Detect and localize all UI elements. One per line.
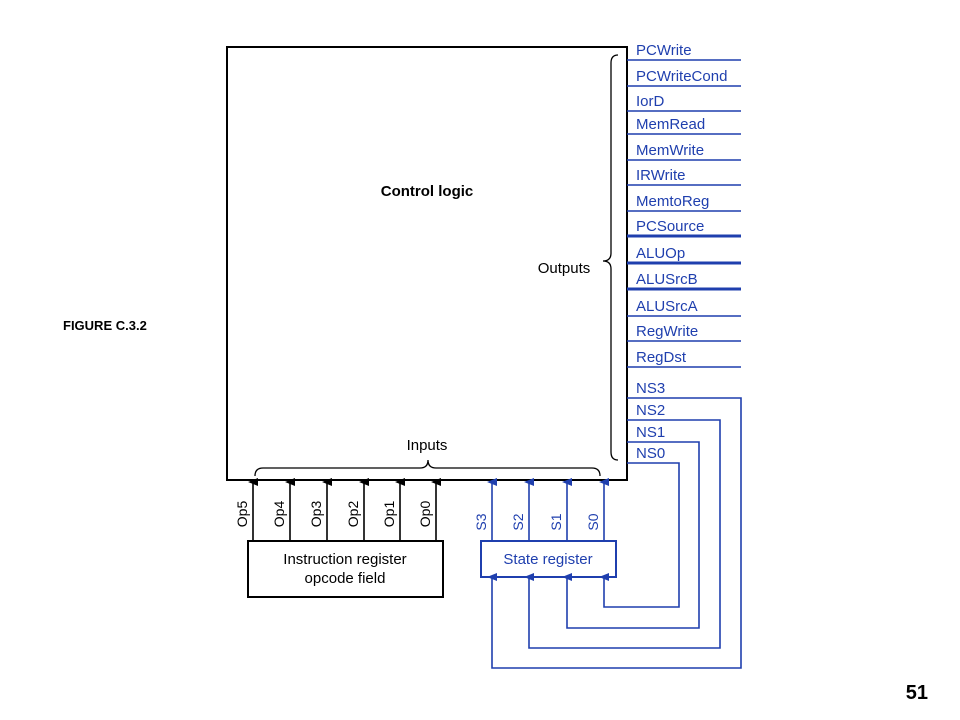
state-label-s2: S2 — [510, 513, 526, 530]
inputs-brace — [254, 459, 601, 477]
output-label-memwrite: MemWrite — [636, 142, 704, 159]
output-label-regwrite: RegWrite — [636, 323, 698, 340]
opcode-label-op1: Op1 — [381, 501, 397, 528]
state-label-s3: S3 — [473, 513, 489, 530]
feedback-line-ns0 — [599, 462, 680, 608]
inputs-label: Inputs — [407, 437, 448, 454]
state-label-s0: S0 — [585, 513, 601, 530]
figure-label: FIGURE C.3.2 — [63, 318, 147, 333]
opcode-inputs: Op5 Op4 Op3 Op2 Op1 Op0 — [234, 478, 441, 541]
output-label-pcwrite: PCWrite — [636, 42, 692, 59]
state-label-s1: S1 — [548, 513, 564, 530]
next-state-label-ns1: NS1 — [636, 424, 665, 441]
output-label-memtoreg: MemtoReg — [636, 193, 709, 210]
output-label-alusrcb: ALUSrcB — [636, 271, 698, 288]
next-state-label-ns3: NS3 — [636, 380, 665, 397]
output-label-aluop: ALUOp — [636, 245, 685, 262]
outputs-brace — [602, 54, 619, 461]
output-label-irwrite: IRWrite — [636, 167, 685, 184]
state-register-box — [480, 540, 617, 578]
next-state-label-ns0: NS0 — [636, 445, 665, 462]
page-number: 51 — [906, 682, 928, 704]
opcode-label-op3: Op3 — [308, 501, 324, 528]
output-label-pcwritecond: PCWriteCond — [636, 68, 727, 85]
opcode-label-op4: Op4 — [271, 501, 287, 528]
feedback-line-ns2 — [524, 419, 721, 649]
output-label-iord: IorD — [636, 93, 665, 110]
output-label-pcsource: PCSource — [636, 218, 704, 235]
opcode-label-op2: Op2 — [345, 501, 361, 528]
opcode-label-op5: Op5 — [234, 501, 250, 528]
next-state-label-ns2: NS2 — [636, 402, 665, 419]
state-inputs: S3 S2 S1 S0 — [473, 478, 609, 541]
instruction-register-label-line2: opcode field — [305, 570, 386, 587]
output-label-memread: MemRead — [636, 116, 705, 133]
feedback-line-ns3 — [487, 397, 742, 669]
instruction-register-box — [247, 540, 444, 598]
feedback-line-ns1 — [562, 441, 700, 629]
control-logic-title: Control logic — [381, 183, 474, 200]
output-label-alusrca: ALUSrcA — [636, 298, 698, 315]
output-label-regdst: RegDst — [636, 349, 687, 366]
outputs-label: Outputs — [538, 260, 591, 277]
state-register-label: State register — [503, 551, 592, 568]
opcode-label-op0: Op0 — [417, 501, 433, 528]
instruction-register-label-line1: Instruction register — [283, 551, 406, 568]
